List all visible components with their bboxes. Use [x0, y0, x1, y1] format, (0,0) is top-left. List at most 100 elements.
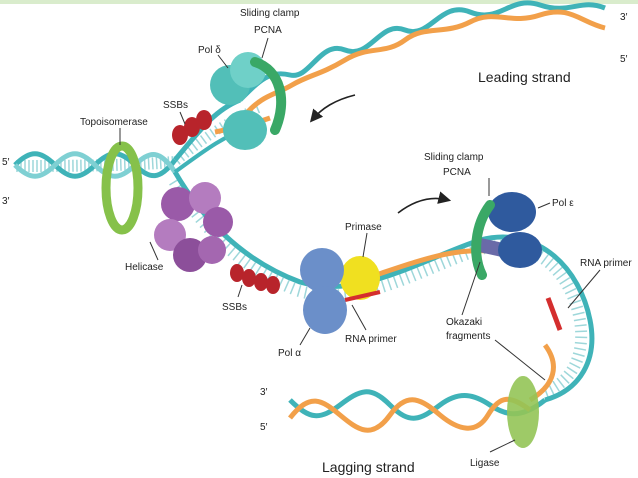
base-pair-rung [544, 258, 554, 269]
primase-shape [340, 256, 380, 300]
base-pair-rung [195, 138, 203, 148]
base-pair-rung [380, 280, 386, 293]
base-pair-rung [573, 317, 586, 322]
base-pair-rung [404, 271, 411, 284]
base-pair-rung [571, 357, 583, 363]
left-3-prime: 3′ [2, 196, 10, 207]
lagging-template [172, 170, 595, 403]
rna-primer-right-shape [545, 297, 563, 331]
sliding-clamp-top-label: Sliding clamp [240, 8, 300, 19]
base-pair-rung [560, 374, 570, 384]
ssbs-top-shapes [172, 110, 212, 145]
base-pair-rung [209, 128, 217, 138]
lagging-strand-label: Lagging strand [322, 459, 415, 475]
base-pair-rung [254, 265, 262, 277]
leading-helix-orange [243, 9, 606, 117]
base-pair-rung [392, 276, 399, 289]
base-pair-rung [190, 141, 199, 151]
base-pair-rung [243, 258, 252, 269]
base-pair-rung [569, 361, 581, 369]
topoisomerase-shape [101, 141, 143, 235]
leading-direction-arrow [309, 94, 356, 123]
ssbs-top-label: SSBs [163, 100, 188, 111]
lagging-helix-orange [288, 396, 532, 433]
base-pair-rung [562, 282, 574, 290]
topoisomerase-label: Topoisomerase [80, 117, 148, 128]
base-pair-rung [445, 255, 452, 267]
pcna-mid-label: PCNA [443, 167, 471, 178]
base-pair-rung [428, 262, 435, 275]
base-pair-rung [416, 267, 423, 279]
ssbs-bottom-label: SSBs [222, 302, 247, 313]
parental-helix [13, 151, 178, 179]
base-pair-rung [386, 278, 393, 291]
rna-primer-right-label: RNA primer [580, 258, 632, 269]
ligase-label: Ligase [470, 458, 500, 469]
pol-epsilon-label: Pol ε [552, 198, 574, 209]
rna-primer-mid-shape [344, 290, 381, 302]
base-pair-rung [303, 286, 308, 299]
base-pair-rung [439, 257, 446, 270]
base-pair-rung [571, 305, 584, 311]
sliding-clamp-mid-label: Sliding clamp [424, 152, 484, 163]
leading-helix-teal [238, 0, 606, 102]
leading-strand-label: Leading strand [478, 69, 571, 85]
pcna-mid-shape [471, 200, 495, 280]
pcna-top-shape [250, 57, 287, 135]
base-pair-rung [556, 377, 566, 389]
top-right-5-prime: 5′ [620, 54, 628, 65]
base-pair-rung [237, 254, 247, 265]
base-pair-rung [147, 157, 150, 170]
base-pair-rung [410, 269, 417, 282]
base-pair-rung [155, 157, 158, 170]
base-pair-rung [283, 280, 290, 292]
base-pair-rung [552, 380, 560, 392]
top-band [0, 0, 638, 4]
top-right-3-prime: 3′ [620, 12, 628, 23]
base-pair-rung [572, 352, 585, 357]
parental-strand-b [13, 151, 178, 179]
base-pair-rung [548, 262, 559, 272]
rna-primer-mid-label: RNA primer [345, 334, 397, 345]
base-pair-rung [199, 135, 208, 145]
base-pair-rung [398, 274, 405, 286]
base-pair-rung [552, 266, 563, 276]
base-pair-rung [574, 341, 587, 345]
base-pair-rung [567, 293, 579, 300]
base-pair-rung [572, 311, 585, 316]
base-pair-rung [289, 282, 296, 295]
base-pair-rung [296, 285, 302, 297]
base-pair-rung [232, 250, 242, 261]
pol-alpha-shape [300, 248, 347, 334]
base-pair-rung [204, 131, 212, 141]
base-pair-rung [434, 259, 441, 272]
lagging-helix-teal [288, 389, 547, 421]
base-pair-rung [566, 366, 578, 375]
helicase-label: Helicase [125, 262, 164, 273]
base-pair-rung [574, 324, 587, 327]
pol-delta-label: Pol δ [198, 45, 221, 56]
okazaki-label: Okazaki [446, 317, 482, 328]
base-pair-rung [227, 246, 237, 257]
ssbs-bottom-shapes [230, 264, 280, 294]
bottom-left-3-prime: 3′ [260, 387, 268, 398]
left-5-prime: 5′ [2, 157, 10, 168]
base-pair-rung [564, 287, 577, 295]
base-pair-rung [540, 254, 549, 265]
base-pair-rung [422, 264, 429, 277]
fragments-label: fragments [446, 331, 490, 342]
base-pair-rung [556, 271, 567, 281]
ligase-shape [507, 376, 539, 448]
bottom-left-5-prime: 5′ [260, 422, 268, 433]
primase-label: Primase [345, 222, 382, 233]
helicase-shape [154, 182, 233, 272]
pcna-top-label: PCNA [254, 25, 282, 36]
base-pair-rung [151, 157, 154, 170]
base-pair-rung [574, 347, 587, 351]
base-pair-rung [563, 370, 574, 380]
base-pair-rung [559, 276, 571, 285]
leader-lines [119, 37, 601, 453]
pol-epsilon-shape [488, 192, 542, 268]
lagging-direction-arrow [397, 191, 452, 214]
